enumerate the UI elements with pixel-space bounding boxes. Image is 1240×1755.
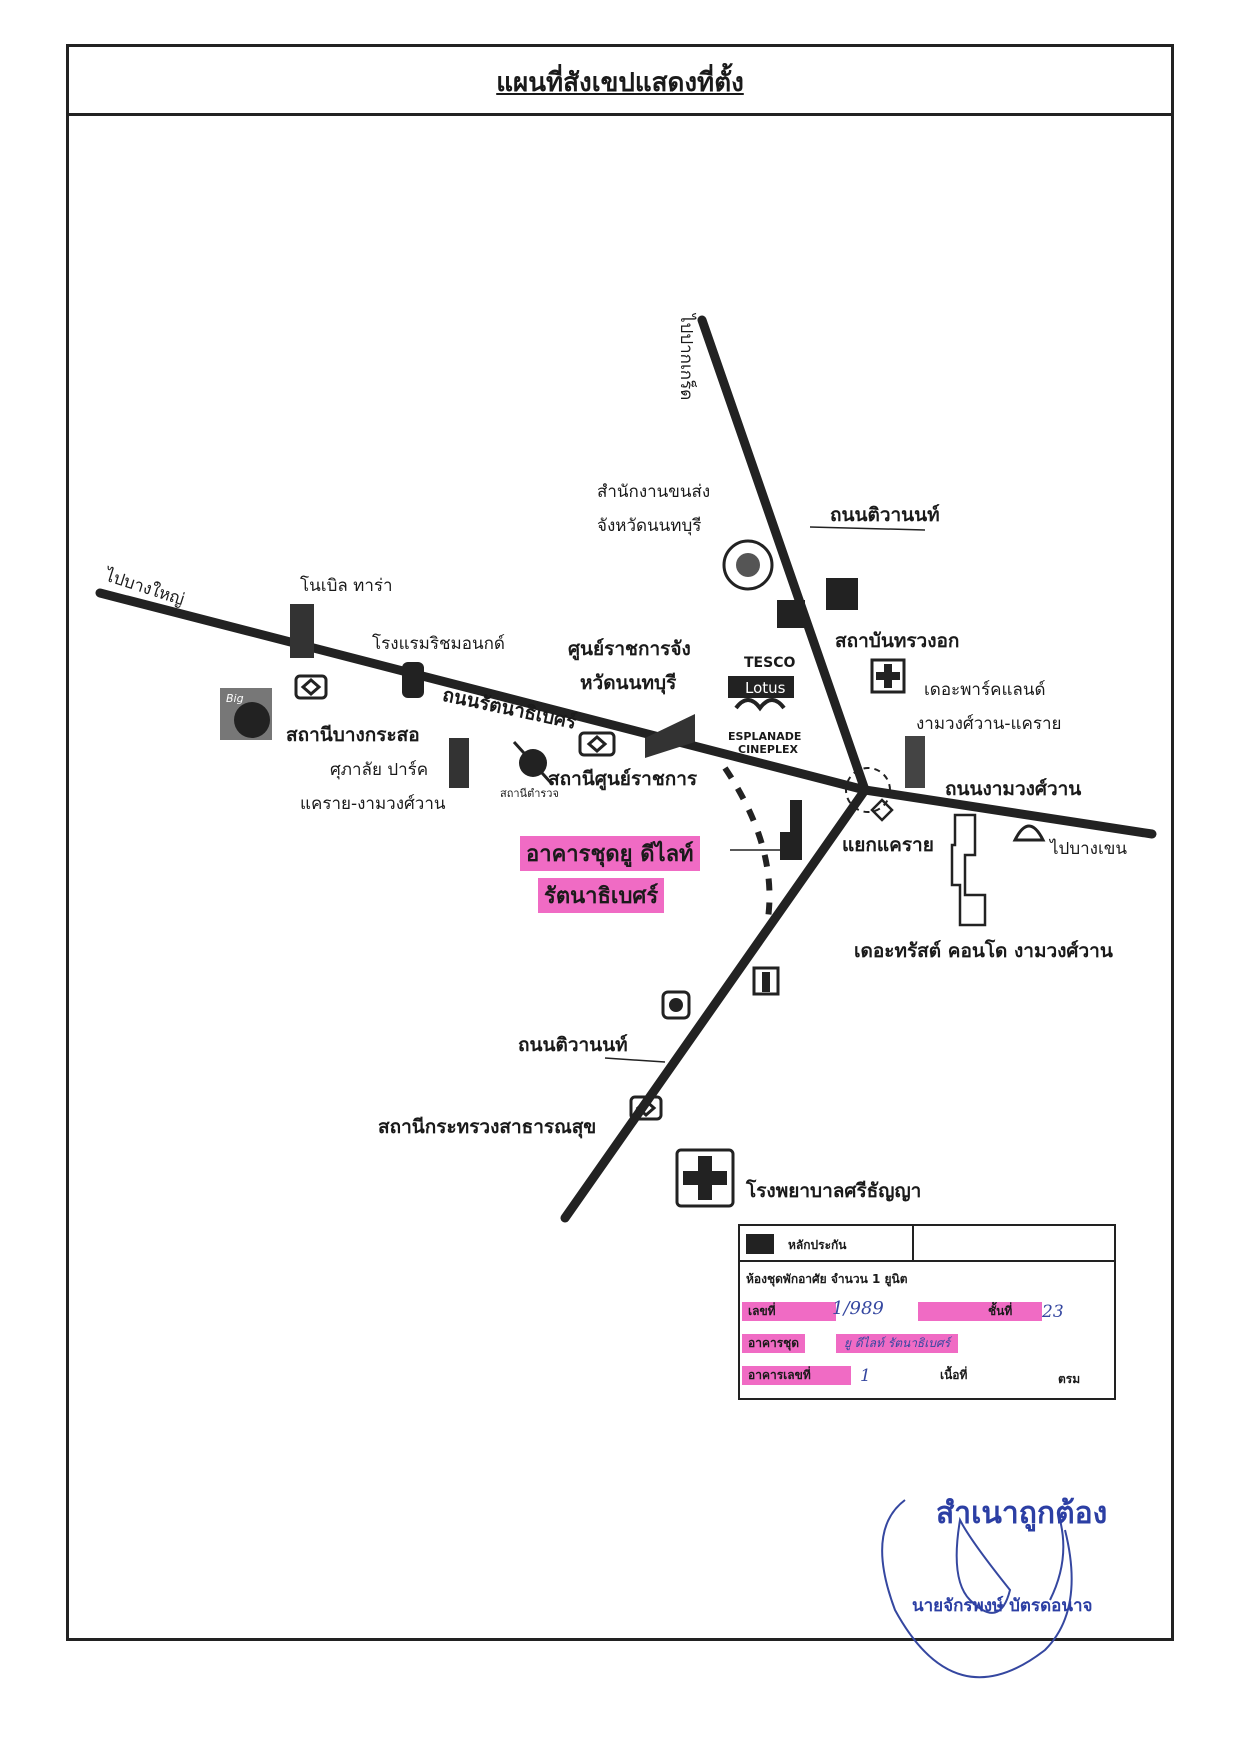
legend-bldg-no-value: 1: [860, 1366, 871, 1386]
station-public-health-icon: [629, 1095, 663, 1121]
label-govt-center-1: ศูนย์ราชการจัง: [568, 638, 691, 660]
project-name-line1: อาคารชุดยู ดีไลท์: [520, 836, 700, 871]
legend-header-sep: [912, 1226, 914, 1260]
access-path: [722, 766, 773, 926]
transport-office-seal-icon: [722, 539, 774, 591]
legend-collateral: หลักประกัน: [788, 1238, 847, 1252]
label-govt-station: สถานีศูนย์ราชการ: [548, 768, 698, 790]
legend-header-divider: [740, 1260, 1114, 1262]
station-bang-krasor-icon: [294, 674, 328, 700]
supalai-building-icon: [449, 738, 469, 788]
lotus-logo-icon: [728, 676, 794, 698]
title-bar: แผนที่สังเขปแสดงที่ตั้ง: [66, 44, 1174, 116]
label-esplanade: ESPLANADE: [728, 730, 802, 743]
arrow-tiwanon-north: [809, 526, 926, 531]
gas-station-icon: [870, 798, 894, 822]
label-chest-institute: สถาบันทรวงอก: [835, 630, 960, 652]
label-public-health-station: สถานีกระทรวงสาธารณสุข: [378, 1116, 597, 1138]
legend-area-label: เนื้อที่: [940, 1368, 968, 1382]
legend-bldg-no-label: อาคารเลขที่: [742, 1366, 851, 1385]
label-bigc: Big: [226, 692, 244, 705]
legend-box: หลักประกัน ห้องชุดพักอาศัย จำนวน 1 ยูนิต…: [738, 1224, 1116, 1400]
label-tesco: TESCO: [744, 655, 796, 671]
temple-icon: [1012, 824, 1046, 842]
road-ngamwongwan: [860, 785, 1157, 839]
label-trust-condo: เดอะทรัสต์ คอนโด งามวงศ์วาน: [854, 940, 1113, 962]
road-label-ngamwongwan: ถนนงามวงศ์วาน: [945, 778, 1082, 800]
label-noble-tara: โนเบิล ทาร่า: [300, 576, 393, 596]
label-hotel: โรงแรมริชมอนกด์: [372, 634, 505, 654]
road-tiwanon-north: [697, 315, 870, 795]
junction-circle: [845, 767, 891, 813]
certifier-name: นายจักรพงษ์ บัตรดอนาจ: [912, 1596, 1093, 1616]
road-label-tiwanon-south: ถนนติวานนท์: [518, 1034, 628, 1056]
legend-building-value: ยู ดีไลท์ รัตนาธิเบศร์: [836, 1334, 959, 1353]
legend-floor-value: 23: [1042, 1302, 1064, 1322]
label-park-land-2: งามวงศ์วาน-แคราย: [916, 714, 1062, 734]
label-supalai-1: ศุภาลัย ปาร์ค: [330, 760, 429, 780]
direction-pakkret: ไปปากเกร็ด: [676, 314, 696, 401]
road-label-tiwanon-north: ถนนติวานนท์: [830, 504, 940, 526]
legend-floor-label: ชั้นที่: [918, 1302, 1043, 1321]
page-frame: [66, 44, 1174, 1641]
trust-condo-outline: [950, 813, 987, 927]
project-building-icon: [780, 800, 802, 860]
project-name-line2: รัตนาธิเบศร์: [538, 878, 665, 913]
legend-building-label: อาคารชุด: [742, 1334, 806, 1353]
bank-icon: [661, 990, 691, 1020]
label-park-land-1: เดอะพาร์คแลนด์: [924, 680, 1046, 700]
arrow-tiwanon-south: [604, 1057, 666, 1063]
hotel-building-icon: [402, 662, 424, 698]
direction-bangkhen: ไปบางเขน: [1050, 839, 1128, 859]
chest-institute-icon: [826, 578, 858, 610]
road-rattanathibet: [95, 588, 870, 795]
legend-no-value: 1/989: [832, 1298, 884, 1319]
station-govt-center-icon: [578, 731, 616, 757]
collateral-swatch-icon: [746, 1234, 774, 1254]
legend-area-unit: ตรม: [1058, 1372, 1081, 1386]
label-srithanya-hospital: โรงพยาบาลศรีธัญญา: [746, 1180, 922, 1202]
label-transport-office-2: จังหวัดนนทบุรี: [597, 516, 702, 536]
legend-unit-desc: ห้องชุดพักอาศัย จำนวน 1 ยูนิต: [746, 1272, 908, 1286]
label-supalai-2: แคราย-งามวงศ์วาน: [300, 794, 446, 814]
certified-copy-stamp: สำเนาถูกต้อง: [936, 1496, 1108, 1531]
noble-tara-building-icon: [290, 604, 314, 658]
label-govt-center-2: หวัดนนทบุรี: [580, 672, 677, 694]
esplanade-logo-icon: [734, 698, 786, 712]
page-title: แผนที่สังเขปแสดงที่ตั้ง: [496, 68, 744, 98]
park-land-building-icon: [905, 736, 925, 788]
label-khae-rai-junction: แยกแคราย: [842, 834, 934, 856]
gate-icon: [752, 966, 780, 996]
signature-scribble-icon: [881, 1499, 1073, 1679]
label-police-station: สถานีตำรวจ: [500, 787, 559, 800]
road-tiwanon-south: [560, 785, 870, 1223]
srithanya-hospital-cross-icon: [675, 1148, 735, 1208]
label-lotus: Lotus: [745, 679, 786, 697]
hospital-cross-icon: [870, 658, 906, 694]
govt-center-building-icon: [645, 714, 695, 758]
label-transport-office-1: สำนักงานขนส่ง: [597, 482, 711, 502]
label-cineplex: CINEPLEX: [738, 743, 798, 756]
legend-no-label: เลขที่: [742, 1302, 836, 1321]
label-bang-krasor: สถานีบางกระสอ: [286, 724, 420, 746]
